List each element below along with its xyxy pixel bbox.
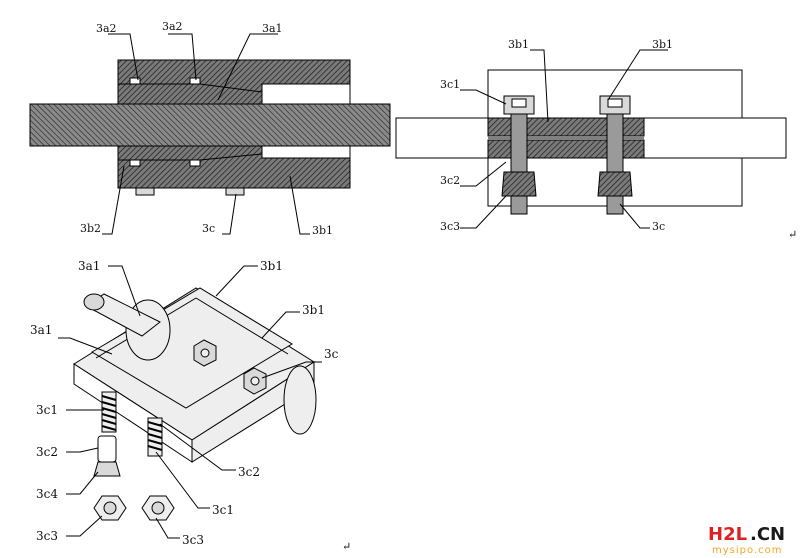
leader-3c3 bbox=[460, 195, 507, 229]
iso-sleeve bbox=[97, 435, 117, 463]
leader-3b1-left bbox=[530, 49, 549, 123]
leader-3a2-left bbox=[108, 33, 139, 81]
nut-left bbox=[501, 171, 537, 197]
iso-cylinder-end bbox=[283, 365, 317, 435]
side-section-view: 3a2 3a2 3a1 3b2 3c 3b1 bbox=[29, 20, 391, 237]
return-mark-1: ↵ bbox=[788, 228, 797, 241]
label-iso-3c4: 3c4 bbox=[36, 487, 58, 501]
label-3c1: 3c1 bbox=[440, 78, 460, 91]
bolt-left-shank bbox=[510, 113, 528, 215]
nut-right bbox=[597, 171, 633, 197]
label-iso-3c: 3c bbox=[324, 347, 339, 361]
iso-nut-top-hole bbox=[200, 348, 210, 358]
main-shaft bbox=[29, 103, 391, 147]
leader-3b2 bbox=[102, 165, 125, 235]
iso-loose-nut-left-hole bbox=[103, 501, 117, 515]
leader-iso-3c bbox=[261, 361, 322, 379]
label-3c2: 3c2 bbox=[440, 174, 460, 187]
bolt-left-socket bbox=[511, 98, 527, 108]
leader-3c bbox=[222, 193, 237, 235]
leader-3c2 bbox=[460, 161, 507, 187]
label-3b1-right: 3b1 bbox=[652, 38, 673, 51]
label-iso-3b1-top: 3b1 bbox=[260, 259, 283, 273]
label-3a1: 3a1 bbox=[262, 22, 283, 35]
label-iso-3a1-left: 3a1 bbox=[30, 323, 52, 337]
watermark-logo: H2L .CN mysipo.com bbox=[708, 524, 785, 556]
label-iso-3c3-left: 3c3 bbox=[36, 529, 58, 543]
label-iso-3a1-top: 3a1 bbox=[78, 259, 100, 273]
leader-iso-3c1-mid bbox=[155, 451, 210, 509]
label-3b1: 3b1 bbox=[312, 224, 333, 237]
watermark-brand-sub: mysipo.com bbox=[712, 545, 782, 556]
leader-iso-3c2-left bbox=[66, 447, 99, 453]
watermark-brand-main: H2L bbox=[708, 524, 747, 545]
leader-3a1 bbox=[217, 33, 278, 101]
upper-key-mid bbox=[189, 77, 201, 85]
label-iso-3c2-left: 3c2 bbox=[36, 445, 58, 459]
iso-spring-left-coils bbox=[101, 395, 117, 431]
leader-iso-3a1-top bbox=[108, 265, 141, 317]
upper-cavity bbox=[261, 83, 351, 105]
iso-loose-nut-right-hole bbox=[151, 501, 165, 515]
label-3c3: 3c3 bbox=[440, 220, 460, 233]
lower-cavity bbox=[261, 145, 351, 159]
leader-iso-3a1-left bbox=[58, 337, 113, 355]
leader-iso-3c4 bbox=[66, 471, 99, 495]
iso-sleeve-nut bbox=[93, 461, 121, 477]
leader-3c1 bbox=[460, 89, 507, 105]
leader-3c bbox=[619, 203, 650, 229]
leader-iso-3c2-mid bbox=[159, 423, 236, 471]
iso-shaft-end bbox=[83, 293, 105, 311]
iso-nut-right-hole bbox=[250, 376, 260, 386]
leader-iso-3c3-left bbox=[66, 515, 103, 537]
leader-iso-3c3-mid bbox=[155, 517, 180, 539]
label-3a2-left: 3a2 bbox=[96, 22, 117, 35]
iso-plate-edge-2 bbox=[195, 297, 289, 355]
label-iso-3c2-mid: 3c2 bbox=[238, 465, 260, 479]
watermark-brand-tld: .CN bbox=[750, 524, 785, 545]
bolt-head-right bbox=[225, 187, 245, 196]
label-iso-3c1-left: 3c1 bbox=[36, 403, 58, 417]
label-3b2: 3b2 bbox=[80, 222, 101, 235]
label-3c: 3c bbox=[202, 222, 215, 235]
leader-3b1-right bbox=[607, 49, 668, 101]
cross-section-view: 3b1 3b1 3c1 3c2 3c3 3c ↵ bbox=[395, 38, 797, 241]
leader-3b1 bbox=[289, 175, 310, 235]
label-iso-3c1-mid: 3c1 bbox=[212, 503, 234, 517]
label-3a2-mid: 3a2 bbox=[162, 20, 183, 33]
lower-key-mid bbox=[189, 159, 201, 167]
bolt-right-socket bbox=[607, 98, 623, 108]
return-mark-2: ↵ bbox=[342, 540, 351, 553]
upper-key-left bbox=[129, 77, 141, 85]
lower-key-left bbox=[129, 159, 141, 167]
label-3b1-left: 3b1 bbox=[508, 38, 529, 51]
isometric-view: 3a1 3b1 3b1 3a1 3c 3c1 3c2 3c4 3c3 3c2 3… bbox=[30, 259, 351, 553]
label-3c: 3c bbox=[652, 220, 665, 233]
leader-3a2-mid bbox=[168, 33, 197, 81]
leader-iso-3b1-top bbox=[215, 265, 258, 297]
label-iso-3c3-mid: 3c3 bbox=[182, 533, 204, 547]
bolt-head-left bbox=[135, 187, 155, 196]
label-iso-3b1-mid: 3b1 bbox=[302, 303, 325, 317]
leader-iso-3b1-mid bbox=[261, 311, 300, 339]
bolt-right-shank bbox=[606, 113, 624, 215]
iso-spring-mid-coils bbox=[147, 421, 163, 451]
